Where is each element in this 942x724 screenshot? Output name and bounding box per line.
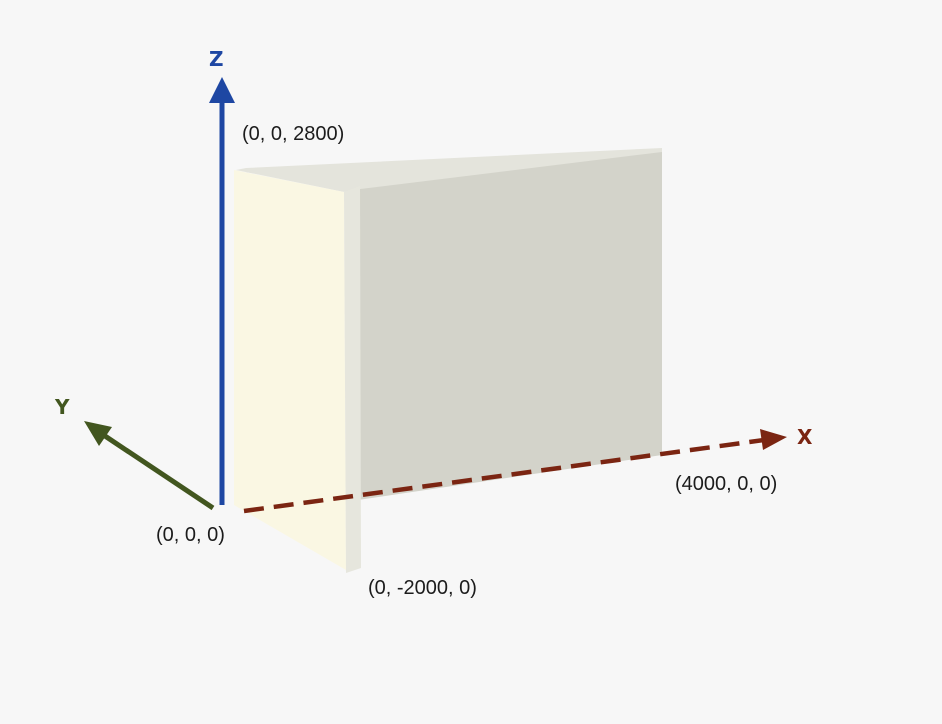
z-axis-arrowhead xyxy=(209,77,235,103)
y-axis-line xyxy=(100,431,215,511)
z-axis-label: Z xyxy=(209,47,224,71)
x-axis-arrowhead xyxy=(760,429,787,450)
origin-coordinate-label: (0, 0, 0) xyxy=(156,524,225,546)
y-axis-label: Y xyxy=(54,395,70,419)
x-axis-label: X xyxy=(797,425,813,449)
x-end-coordinate-label: (4000, 0, 0) xyxy=(675,473,777,495)
back-wall xyxy=(246,150,662,500)
x-axis-line xyxy=(243,437,765,514)
z-top-coordinate-label: (0, 0, 2800) xyxy=(242,123,344,145)
y-axis-arrowhead xyxy=(84,421,112,446)
y-end-coordinate-label: (0, -2000, 0) xyxy=(368,577,477,599)
back-wall-top-edge xyxy=(236,148,662,192)
side-wall xyxy=(234,170,346,570)
side-wall-edge xyxy=(344,186,361,573)
